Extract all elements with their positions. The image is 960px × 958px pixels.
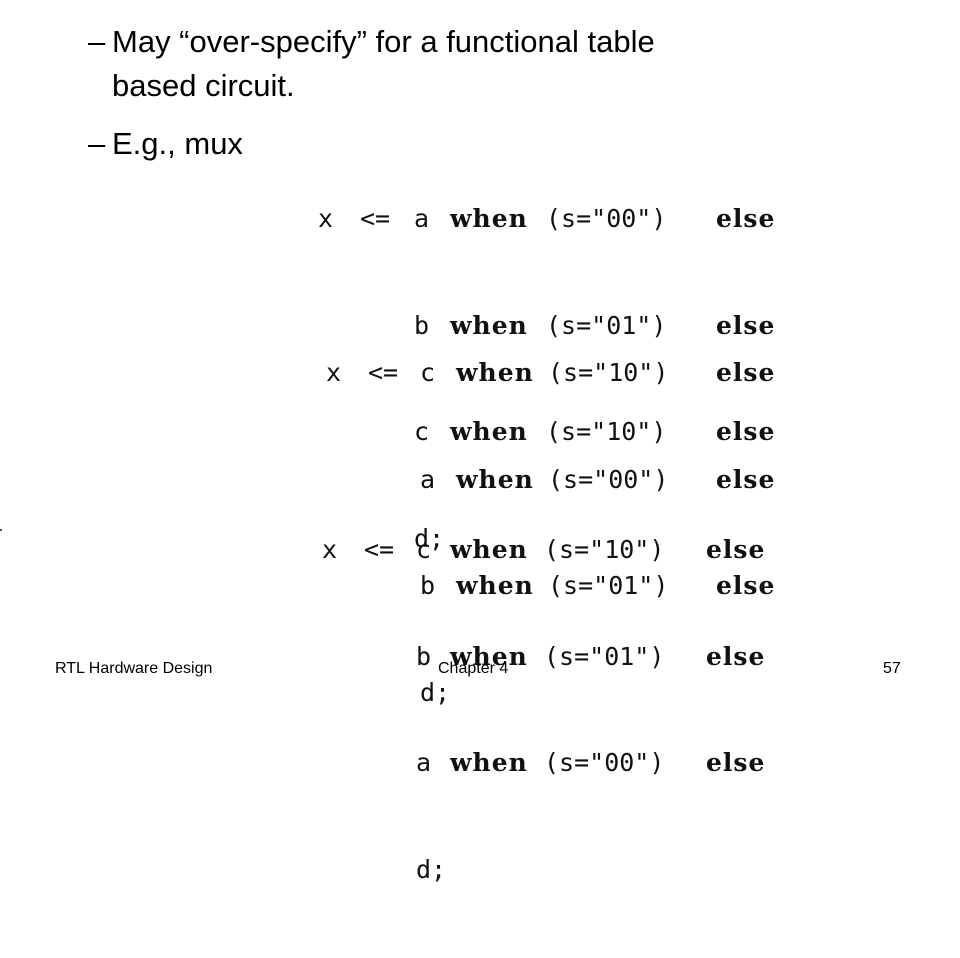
code-block-3: x <= c when (s="10") else b when (s="01"… xyxy=(322,461,802,923)
footer-page-number: 57 xyxy=(883,660,901,677)
code-condition: (s="00") xyxy=(548,464,669,494)
code-keyword-else: else xyxy=(706,748,766,777)
code-value: d; xyxy=(414,523,445,553)
code-line: b when (s="01") else xyxy=(322,639,802,675)
code-value: c xyxy=(420,358,436,387)
code-value: d; xyxy=(416,854,447,884)
code-condition: (s="01") xyxy=(548,571,669,600)
code-line: x <= c when (s="10") else xyxy=(322,532,802,568)
code-keyword-else: else xyxy=(706,641,766,671)
code-line: d; xyxy=(326,675,806,711)
code-lhs: x xyxy=(322,535,338,564)
code-block-2: x <= c when (s="10") else a when (s="00"… xyxy=(326,284,806,746)
code-keyword-when: when xyxy=(456,358,534,387)
code-keyword-else: else xyxy=(716,417,776,446)
code-keyword-else: else xyxy=(716,358,776,387)
code-line: x <= a when (s="00") else xyxy=(318,201,798,237)
code-line: d; xyxy=(318,521,798,557)
code-line: a when (s="00") else xyxy=(326,462,806,498)
code-keyword-else: else xyxy=(716,571,776,600)
code-condition: (s="10") xyxy=(544,535,665,564)
code-line: d; xyxy=(322,852,802,888)
code-keyword-when: when xyxy=(456,571,534,600)
bullet-text-line1: E.g., mux xyxy=(112,126,243,161)
code-block-1: x <= a when (s="00") else b when (s="01"… xyxy=(318,130,798,592)
code-line: a when (s="00") else xyxy=(322,745,802,781)
code-condition: (s="00") xyxy=(546,204,667,233)
footer-chapter: Chapter 4 xyxy=(438,660,509,677)
code-lhs: x xyxy=(318,204,334,233)
bullet-text-line1: May “over-specify” for a functional tabl… xyxy=(112,24,655,59)
code-value: a xyxy=(416,748,432,777)
code-assign-op: <= xyxy=(360,204,391,233)
code-keyword-when: when xyxy=(456,464,534,494)
code-condition: (s="00") xyxy=(544,748,665,777)
code-keyword-when: when xyxy=(450,748,528,777)
code-keyword-when: when xyxy=(450,310,528,340)
code-value: b xyxy=(416,641,432,671)
code-condition: (s="10") xyxy=(548,358,669,387)
code-keyword-else: else xyxy=(716,204,776,233)
code-condition: (s="01") xyxy=(546,310,667,340)
bullet-dash: – xyxy=(88,126,106,161)
code-value: c xyxy=(416,535,432,564)
code-assign-op: <= xyxy=(364,535,395,564)
code-keyword-when: when xyxy=(450,535,528,564)
code-value: a xyxy=(414,204,430,233)
code-value: d; xyxy=(420,677,451,707)
code-line: b when (s="01") else xyxy=(326,568,806,604)
code-assign-op: <= xyxy=(368,358,399,387)
code-keyword-else: else xyxy=(706,535,766,564)
code-value: b xyxy=(414,310,430,340)
code-line: c when (s="10") else xyxy=(318,414,798,450)
bullet-over-specify: –May “over-specify” for a functional tab… xyxy=(88,20,655,108)
code-value: a xyxy=(420,464,436,494)
bullet-text-line2: based circuit. xyxy=(112,68,295,103)
code-keyword-when: when xyxy=(450,417,528,446)
bullet-mux-example: –E.g., mux xyxy=(88,122,243,166)
code-line: b when (s="01") else xyxy=(318,308,798,344)
code-condition: (s="01") xyxy=(544,641,665,671)
edge-mark xyxy=(0,529,2,531)
code-line: x <= c when (s="10") else xyxy=(326,355,806,391)
code-lhs: x xyxy=(326,358,342,387)
code-keyword-else: else xyxy=(716,310,776,340)
code-keyword-when: when xyxy=(450,641,528,671)
bullet-dash: – xyxy=(88,24,106,59)
code-keyword-when: when xyxy=(450,204,528,233)
code-value: b xyxy=(420,571,436,600)
code-condition: (s="10") xyxy=(546,417,667,446)
footer-title: RTL Hardware Design xyxy=(55,660,213,677)
code-value: c xyxy=(414,417,430,446)
code-keyword-else: else xyxy=(716,464,776,494)
